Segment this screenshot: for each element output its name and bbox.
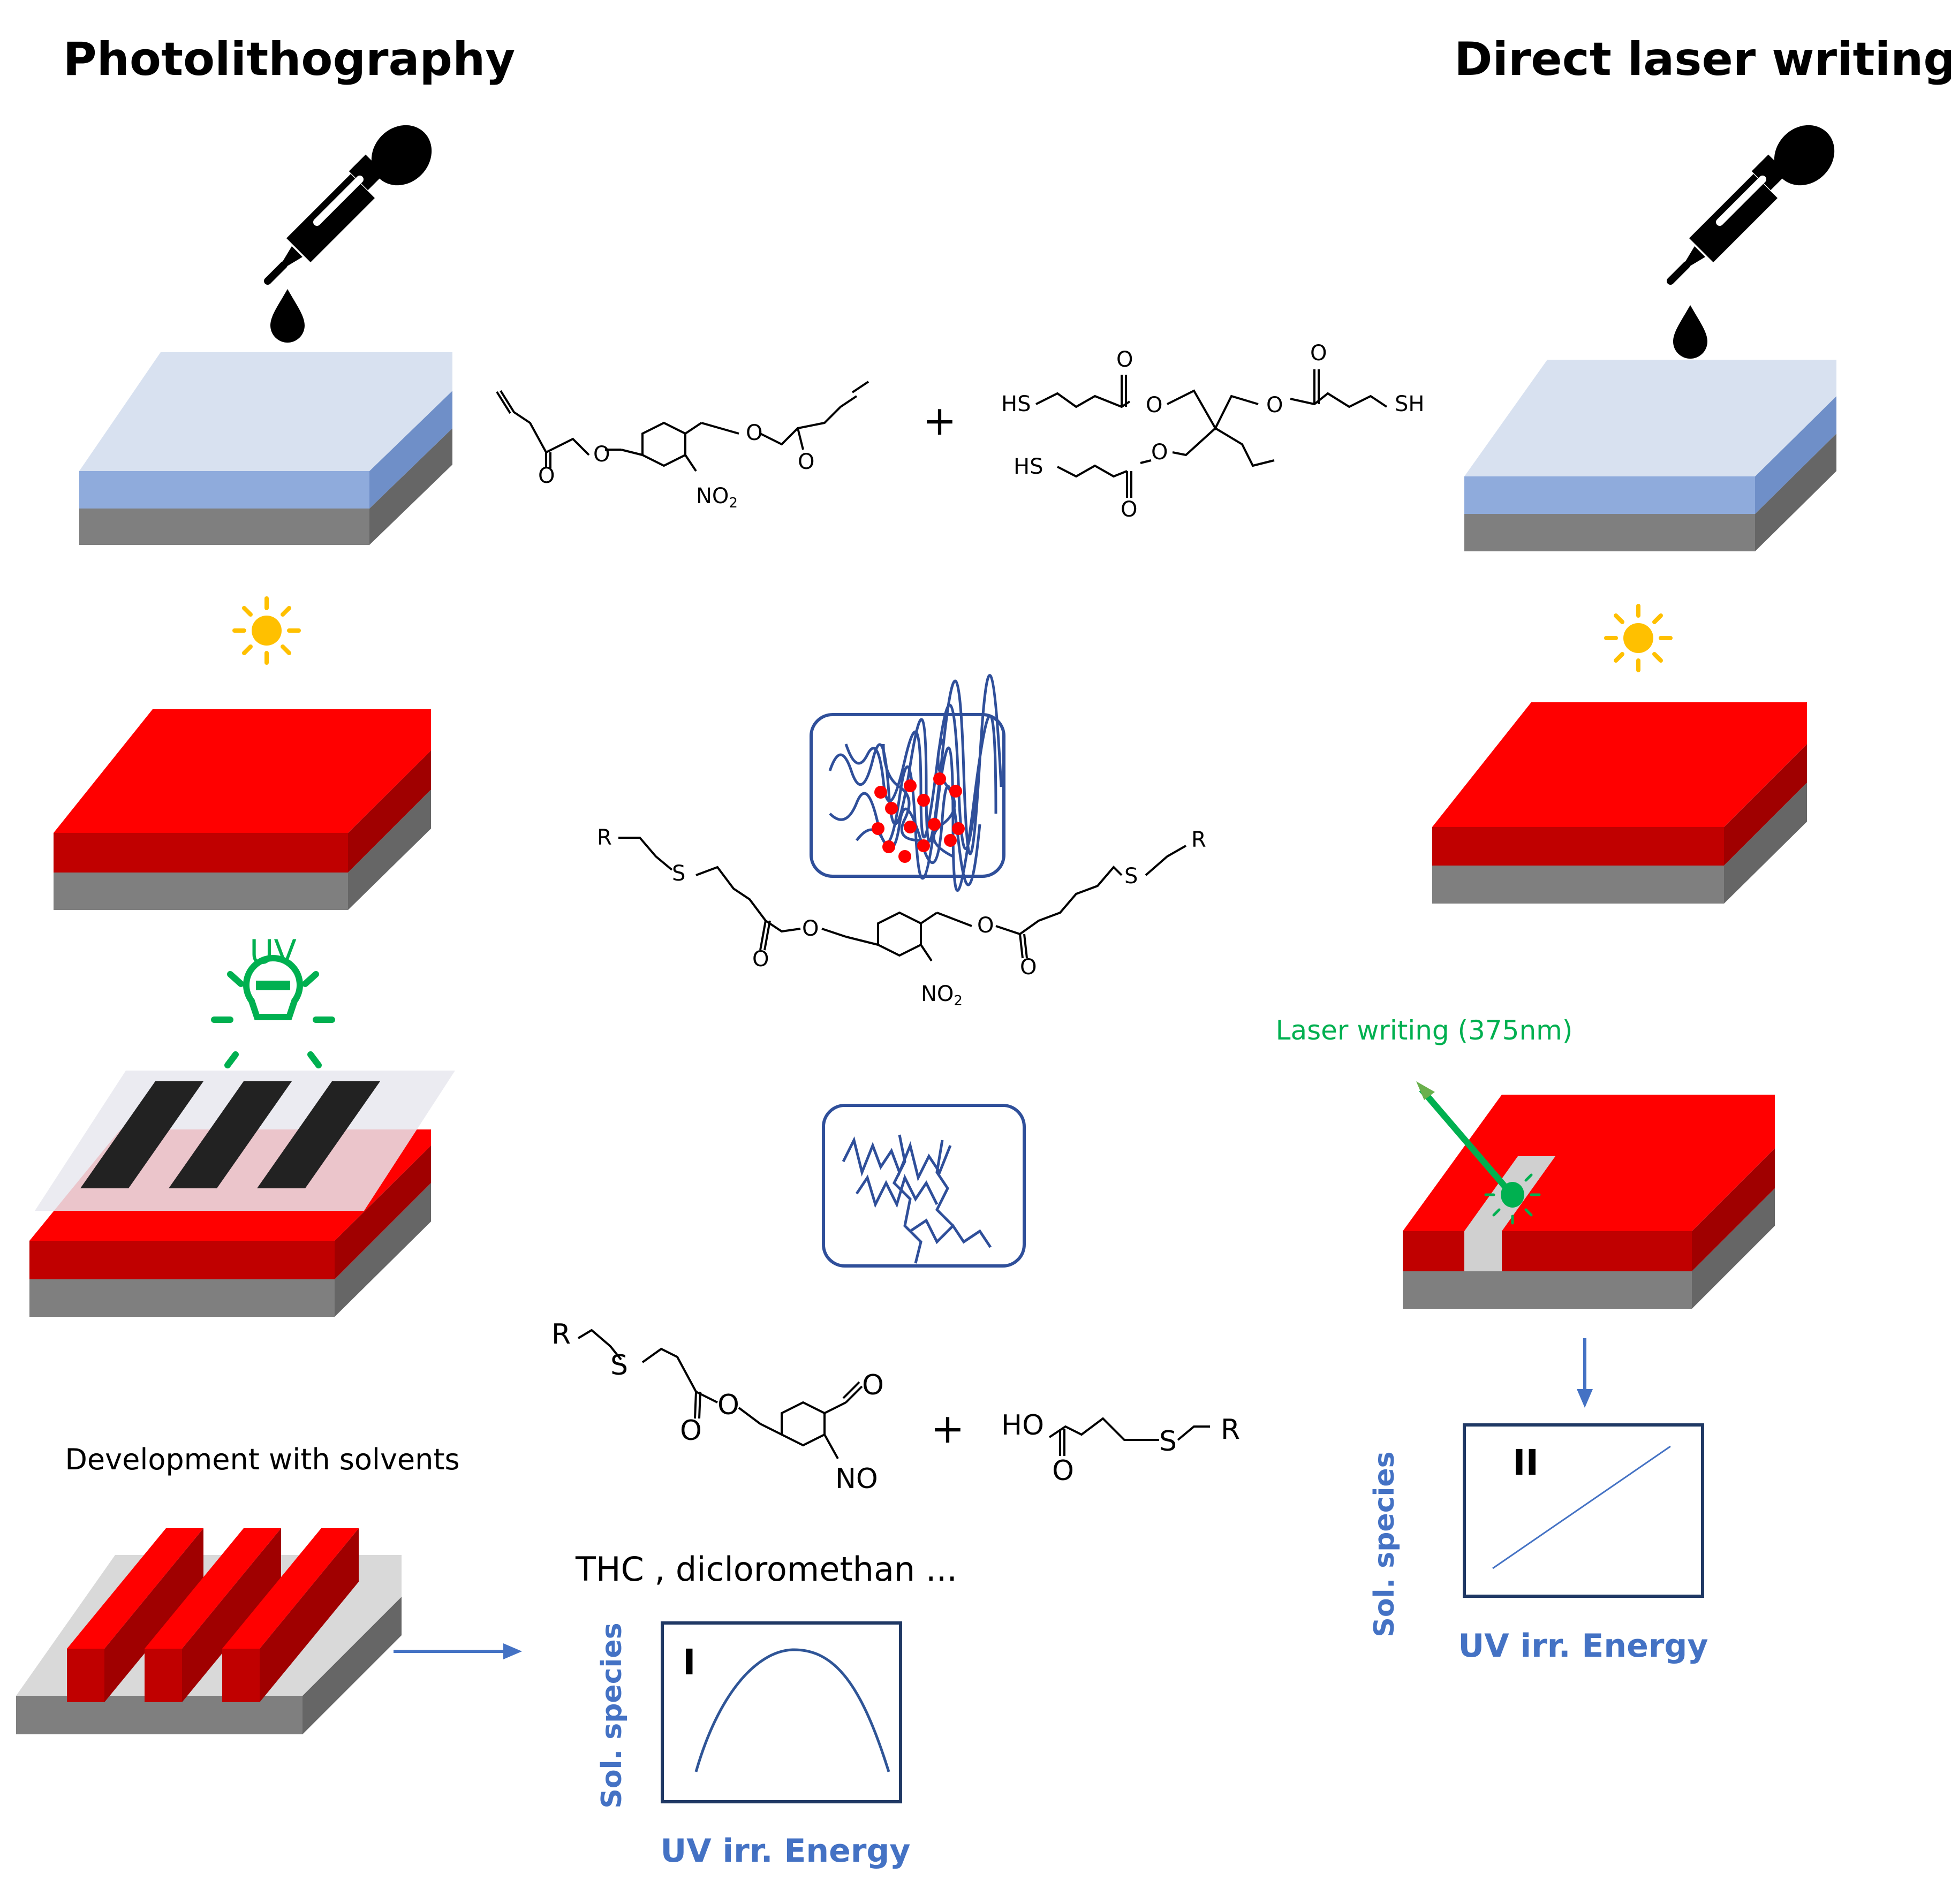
photomask xyxy=(35,1071,455,1211)
chem-s-3: S xyxy=(610,1349,628,1382)
plot-II-line xyxy=(1492,1445,1671,1569)
wafer-cured-film-right xyxy=(1432,702,1807,904)
plot-II-roman: II xyxy=(1513,1442,1539,1483)
cleavage-product-acid-structure xyxy=(1048,1417,1210,1456)
chem-ho-1: HO xyxy=(1001,1409,1044,1442)
chem-o-3: O xyxy=(746,421,762,445)
plot-II-xlabel: UV irr. Energy xyxy=(1458,1627,1708,1665)
plot-II: II UV irr. Energy Sol. species xyxy=(1368,1423,1708,1665)
solvents-label: THC , dicloromethan ... xyxy=(575,1550,957,1589)
plus-sign-2: + xyxy=(931,1405,965,1452)
plot-I-frame xyxy=(661,1621,902,1803)
chem-o-14: O xyxy=(1020,955,1037,980)
uv-lamp-icon xyxy=(211,955,335,1068)
wafer-cured-film-left xyxy=(54,709,431,910)
chem-no-1: NO xyxy=(835,1463,878,1495)
chem-o-9: O xyxy=(1151,440,1168,465)
plot-II-frame xyxy=(1463,1423,1704,1598)
pipette-icon-left xyxy=(264,125,432,343)
chem-sh-1: SH xyxy=(1395,392,1424,416)
chem-o-10: O xyxy=(1121,497,1137,522)
sun-icon-right xyxy=(1604,604,1673,672)
wafer-laser-written xyxy=(1403,1095,1775,1309)
network-repeat-unit-structure xyxy=(618,837,1186,962)
chem-o-17: O xyxy=(862,1369,884,1401)
plot-I-xlabel: UV irr. Energy xyxy=(661,1832,911,1870)
chem-o-15: O xyxy=(717,1389,739,1421)
title-direct-laser-writing: Direct laser writing xyxy=(1454,33,1951,86)
diene-monomer-structure xyxy=(496,381,869,472)
plot-I-curve xyxy=(694,1648,890,1772)
chem-r-3: R xyxy=(551,1318,571,1351)
chem-o-8: O xyxy=(1310,341,1327,366)
chem-s-4: S xyxy=(1159,1425,1177,1458)
plot-I-ylabel: Sol. species xyxy=(596,1622,628,1808)
development-label: Development with solvents xyxy=(65,1443,459,1476)
chem-o-7: O xyxy=(1266,393,1283,418)
arrow-to-plot-II xyxy=(1577,1338,1593,1408)
chem-no2-1: NO2 xyxy=(696,484,738,511)
chem-s-1: S xyxy=(672,861,685,886)
title-photolithography: Photolithography xyxy=(63,33,516,86)
chem-r-4: R xyxy=(1221,1414,1240,1446)
chem-o-18: O xyxy=(1052,1455,1074,1487)
chem-o-13: O xyxy=(977,913,994,938)
chem-o-5: O xyxy=(1116,347,1133,372)
pipette-icon-right xyxy=(1667,125,1835,359)
wafer-resist-coated-left xyxy=(79,352,452,545)
wafer-resist-coated-right xyxy=(1464,360,1836,551)
chem-o-16: O xyxy=(680,1415,702,1447)
chem-o-1: O xyxy=(593,442,610,467)
chem-hs-2: HS xyxy=(1014,454,1043,479)
chem-o-2: O xyxy=(538,464,555,488)
plot-I: I UV irr. Energy Sol. species xyxy=(596,1621,911,1870)
chem-r-1: R xyxy=(597,825,612,850)
plot-I-roman: I xyxy=(683,1642,696,1683)
cleavage-product-aldehyde-structure xyxy=(577,1329,863,1459)
wafer-developed-ridges xyxy=(16,1528,402,1734)
sun-icon-left xyxy=(232,596,301,665)
chem-o-11: O xyxy=(802,916,819,941)
chem-o-12: O xyxy=(752,947,769,972)
chem-s-2: S xyxy=(1124,864,1138,889)
laser-beam-icon xyxy=(1416,1081,1541,1225)
plot-II-ylabel: Sol. species xyxy=(1368,1451,1401,1637)
chem-o-6: O xyxy=(1146,393,1162,418)
trithiol-structure xyxy=(1035,369,1388,498)
chem-hs-1: HS xyxy=(1001,392,1031,416)
degraded-network-box xyxy=(822,1104,1026,1268)
chem-r-2: R xyxy=(1191,828,1206,852)
plus-sign-1: + xyxy=(922,397,957,444)
laser-writing-label: Laser writing (375nm) xyxy=(1276,1015,1573,1046)
crosslinked-network-box xyxy=(810,674,1005,892)
arrow-to-plot-I xyxy=(394,1643,522,1659)
chem-no2-2: NO2 xyxy=(921,982,963,1009)
chem-o-4: O xyxy=(798,450,814,474)
